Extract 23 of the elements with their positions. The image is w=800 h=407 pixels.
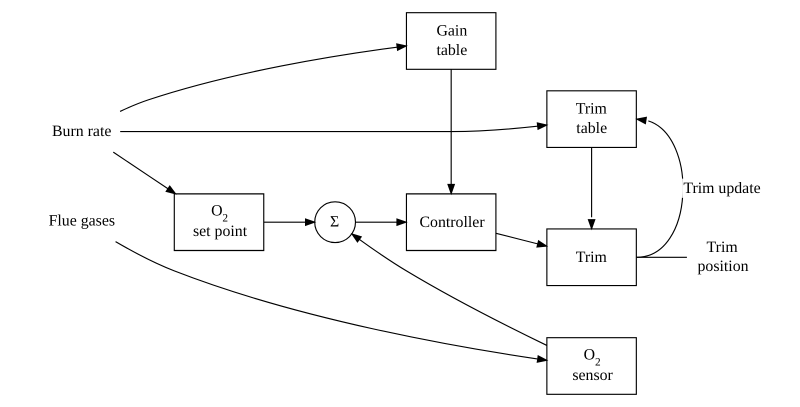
node-box: Gain table (405, 12, 496, 70)
arrow (263, 218, 316, 226)
edge-label: Trim update (682, 180, 760, 197)
arrow (446, 70, 455, 196)
arrow (634, 116, 683, 258)
arrow (355, 218, 408, 226)
node-box: Controller (405, 193, 496, 252)
arrow (350, 233, 547, 346)
node-text: Trim position (696, 238, 748, 276)
node-circle: Σ (314, 201, 356, 244)
node-box: Trim table (546, 90, 636, 148)
node-box: Trim (546, 228, 636, 286)
node-text: Burn rate (51, 122, 111, 140)
arrow (112, 152, 176, 195)
node-text: Flue gases (48, 212, 115, 230)
node-box: O$_{2}$ set point (173, 193, 264, 252)
arrow (495, 232, 548, 248)
node-box: O$_{2}$ sensor (546, 337, 636, 395)
arrow (119, 43, 408, 112)
arrow (114, 241, 548, 363)
connector (636, 256, 686, 258)
arrow (120, 122, 548, 132)
arrow (587, 148, 596, 230)
